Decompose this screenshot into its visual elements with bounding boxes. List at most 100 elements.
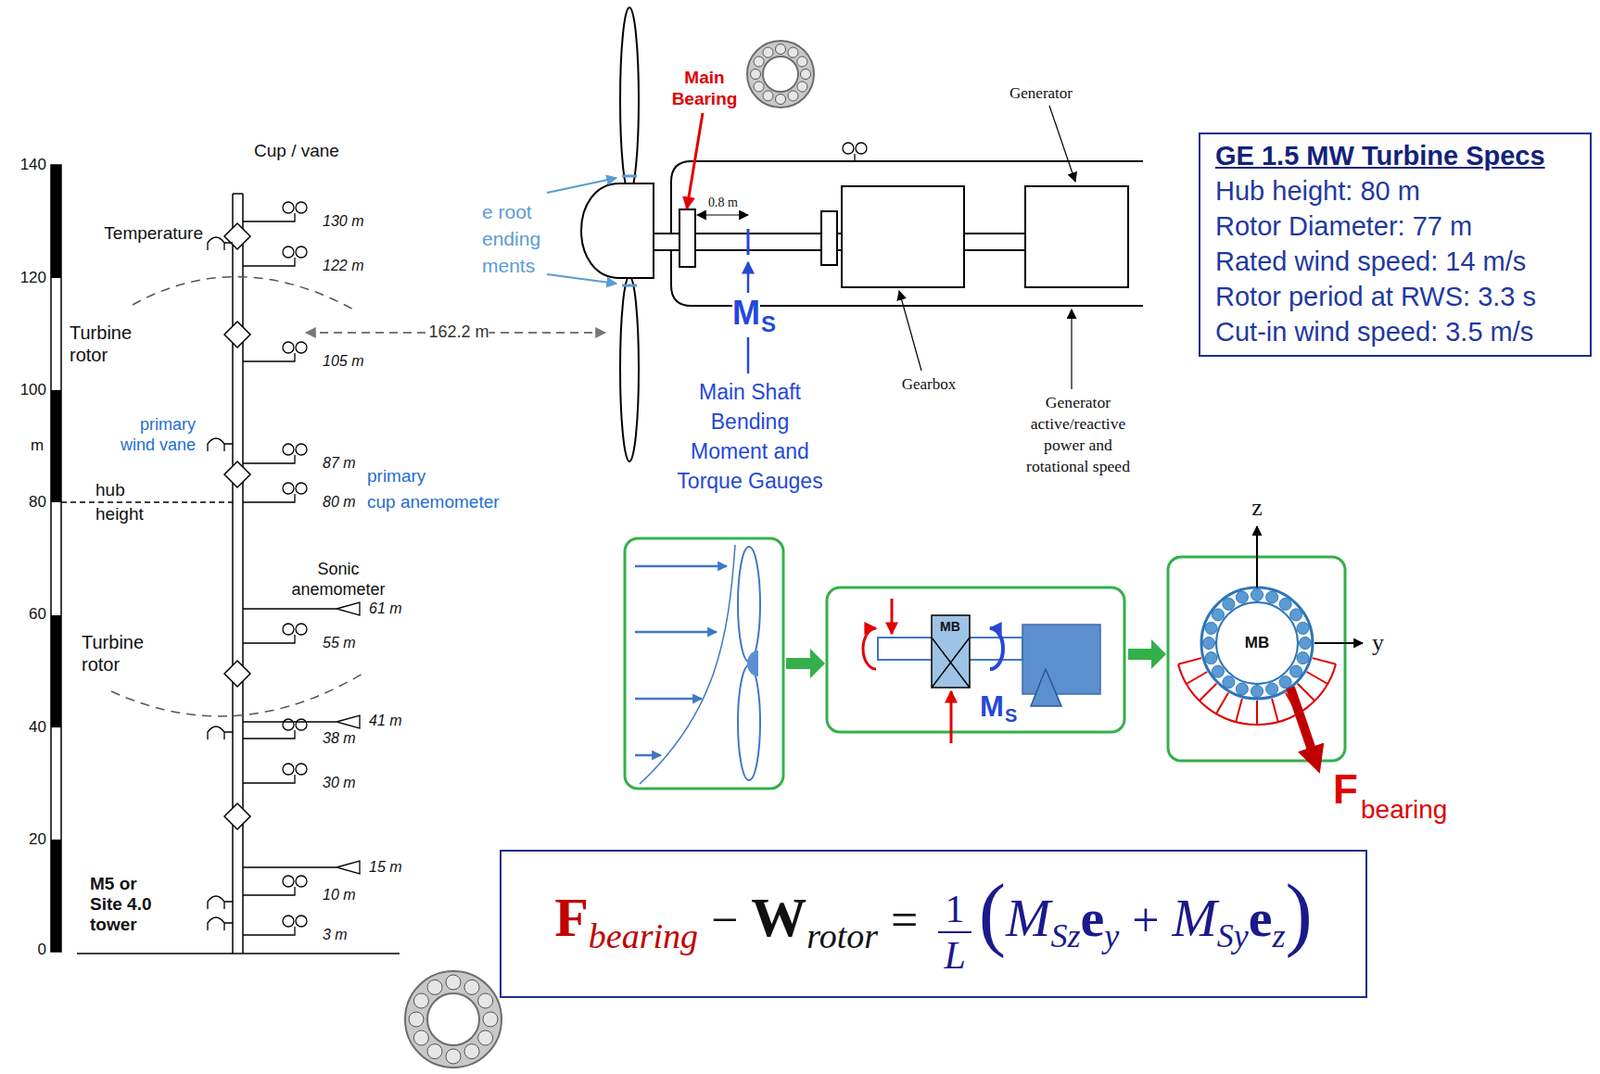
bearing-panel bbox=[1203, 637, 1216, 650]
subscript: z bbox=[1272, 917, 1286, 955]
bearing-photo bbox=[775, 94, 787, 105]
height-label: 55 m bbox=[322, 634, 356, 652]
part-label: MB bbox=[1244, 634, 1270, 653]
strain-gauge bbox=[622, 176, 749, 286]
bearing-photo bbox=[478, 1030, 494, 1046]
sensor-label: primary wind vane bbox=[102, 415, 196, 456]
bearing-panel bbox=[1216, 602, 1298, 685]
shaft-panel bbox=[950, 691, 953, 744]
cup-anemometer bbox=[295, 342, 307, 354]
leader-arrow bbox=[1070, 309, 1072, 390]
height-label: 38 m bbox=[322, 729, 356, 748]
bearing-panel bbox=[1168, 526, 1363, 762]
moment-symbol: M bbox=[732, 296, 761, 331]
bearing-photo bbox=[750, 69, 762, 80]
part-label: Generator bbox=[1009, 84, 1073, 103]
part-label: Main Bearing bbox=[665, 67, 744, 111]
rotor-panel bbox=[737, 665, 761, 781]
cup-anemometer bbox=[282, 246, 294, 258]
rotor-panel bbox=[747, 650, 759, 677]
column-heading: Cup / vane bbox=[253, 140, 340, 163]
bearing-panel bbox=[1290, 609, 1303, 622]
region-label: Turbine rotor bbox=[69, 321, 146, 367]
bearing-photo bbox=[464, 979, 480, 995]
flow-arrow bbox=[1128, 639, 1167, 670]
cup-anemometer bbox=[282, 202, 294, 214]
boom-junction bbox=[224, 321, 251, 348]
turbine-schematic bbox=[679, 209, 696, 267]
part-label: Main Shaft Bending Moment and Torque Gau… bbox=[670, 377, 831, 496]
turbine-schematic bbox=[842, 142, 854, 154]
leader-arrow bbox=[697, 214, 749, 216]
bearing-photo bbox=[753, 81, 764, 92]
turbine-schematic bbox=[1025, 186, 1129, 288]
height-axis bbox=[50, 390, 62, 503]
shaft-panel bbox=[931, 637, 970, 688]
bearing-photo bbox=[427, 993, 480, 1046]
boom-junction bbox=[224, 660, 251, 687]
bearing-photo bbox=[762, 47, 774, 58]
bearing-panel bbox=[1296, 622, 1309, 635]
bearing-photo bbox=[427, 1044, 443, 1060]
bearing-photo bbox=[413, 1030, 429, 1046]
height-axis bbox=[50, 615, 62, 728]
cup-anemometer bbox=[282, 482, 294, 495]
bearing-panel bbox=[1205, 622, 1218, 635]
cup-anemometer bbox=[295, 202, 307, 214]
sonic-anemometer bbox=[242, 602, 360, 875]
met-tower bbox=[232, 192, 243, 195]
flow-arrow bbox=[786, 648, 826, 679]
bearing-panel bbox=[1235, 683, 1248, 696]
leader-arrow bbox=[546, 105, 1076, 390]
boom-junction bbox=[224, 803, 251, 830]
rotor-panel bbox=[634, 565, 727, 569]
sensor-label: primary bbox=[367, 466, 426, 488]
weight-symbol: W bbox=[750, 887, 807, 949]
force-symbol: F bbox=[554, 887, 589, 949]
subscript: Sy bbox=[1217, 917, 1249, 955]
cup-anemometer bbox=[295, 444, 307, 456]
specs-title: GE 1.5 MW Turbine Specs bbox=[1215, 138, 1575, 174]
strain-gauge bbox=[622, 176, 637, 286]
bearing-panel bbox=[1211, 665, 1224, 678]
rotor-arc bbox=[132, 277, 357, 312]
operator: = bbox=[890, 893, 918, 947]
specs-line: Rotor Diameter: 77 m bbox=[1215, 208, 1575, 244]
rotor-panel bbox=[639, 545, 736, 785]
height-label: 122 m bbox=[322, 256, 364, 275]
bearing-panel bbox=[1279, 676, 1292, 689]
bearing-panel bbox=[1203, 589, 1312, 699]
shaft-panel bbox=[990, 628, 1004, 670]
operator: + bbox=[1131, 893, 1159, 947]
height-axis bbox=[50, 165, 62, 953]
shaft-panel bbox=[863, 628, 877, 670]
axis-tick: 60 bbox=[28, 605, 47, 624]
height-label: 87 m bbox=[322, 454, 356, 472]
region-label: Turbine rotor bbox=[81, 631, 158, 676]
dimension-label: 162.2 m bbox=[428, 322, 489, 343]
rotor-panel bbox=[624, 538, 784, 789]
height-axis bbox=[50, 839, 62, 953]
height-axis bbox=[50, 165, 62, 953]
turbine-schematic bbox=[581, 183, 654, 279]
cup-anemometer bbox=[295, 915, 307, 927]
bearing-photo bbox=[482, 1012, 498, 1028]
cup-anemometer bbox=[242, 774, 295, 784]
turbine-schematic bbox=[821, 211, 838, 266]
unit-vector: e bbox=[1079, 888, 1105, 949]
bearing-photo bbox=[747, 40, 814, 108]
flow-arrow bbox=[786, 639, 1167, 679]
bearing-panel bbox=[1251, 589, 1264, 602]
equation: Fbearing−Wrotor=1L(MSzey+MSyez) bbox=[554, 873, 1313, 976]
bearing-panel bbox=[1251, 685, 1264, 699]
moment-subscript: S bbox=[761, 313, 776, 336]
moment-subscript: S bbox=[1004, 706, 1017, 725]
bearing-photo bbox=[775, 44, 787, 55]
leader-arrow bbox=[1049, 105, 1076, 182]
fraction-numerator: 1 bbox=[938, 889, 971, 932]
turbine-schematic bbox=[855, 142, 867, 154]
cup-anemometer bbox=[242, 353, 295, 362]
shaft-panel bbox=[1022, 624, 1101, 695]
bearing-panel bbox=[1266, 683, 1279, 696]
